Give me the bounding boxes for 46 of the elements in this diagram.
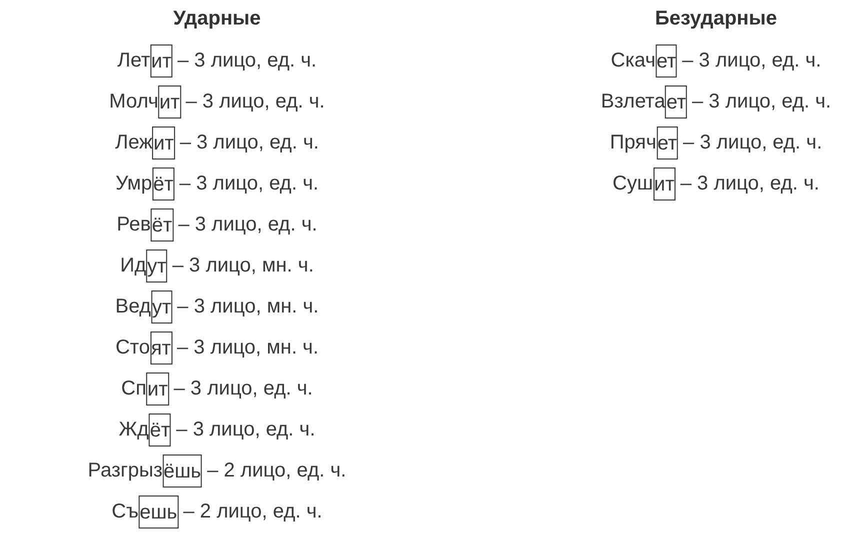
grammar-note: – 3 лицо, ед. ч. [174, 378, 313, 400]
boxed-ending: ит [158, 86, 181, 118]
word-stem: Сто [115, 336, 150, 360]
grammar-note: – 3 лицо, ед. ч. [682, 50, 822, 72]
word-stem: Вед [115, 296, 151, 318]
grammar-note: – 3 лицо, мн. ч. [177, 296, 319, 318]
grammar-note: – 2 лицо, ед. ч. [207, 460, 346, 482]
grammar-note: – 3 лицо, ед. ч. [179, 172, 319, 196]
boxed-ending: ит [150, 44, 172, 78]
word-stem: Лет [117, 50, 150, 72]
boxed-ending: ет [665, 86, 687, 118]
grammar-note: – 3 лицо, ед. ч. [692, 90, 832, 114]
grammar-note: – 3 лицо, ед. ч. [680, 172, 820, 196]
boxed-ending: ет [656, 44, 678, 78]
boxed-ending: ет [656, 126, 678, 160]
boxed-ending: ит [146, 372, 169, 406]
word-stem: Суш [612, 172, 654, 196]
grammar-note: – 3 лицо, ед. ч. [177, 50, 317, 72]
grammar-note: – 3 лицо, ед. ч. [683, 132, 822, 154]
grammar-note: – 3 лицо, ед. ч. [180, 132, 319, 154]
word-stem: Ид [120, 254, 146, 278]
boxed-ending: ит [653, 168, 676, 200]
boxed-ending: ёт [152, 168, 174, 200]
boxed-ending: ит [152, 126, 175, 160]
word-stem: Пряч [610, 132, 656, 154]
word-stem: Умр [115, 172, 152, 196]
boxed-ending: ёт [150, 208, 174, 242]
word-stem: Взлета [600, 90, 666, 114]
word-stem: Молч [109, 90, 158, 114]
grammar-note: – 3 лицо, ед. ч. [178, 214, 318, 236]
grammar-note: – 3 лицо, мн. ч. [176, 336, 319, 360]
boxed-ending: ёшь [162, 454, 202, 488]
boxed-ending: ешь [138, 496, 178, 528]
grammar-note: – 2 лицо, ед. ч. [183, 500, 322, 524]
boxed-ending: ут [146, 250, 168, 282]
word-stem: Рев [116, 214, 151, 236]
grammar-note: – 3 лицо, мн. ч. [172, 254, 314, 278]
grammar-note: – 3 лицо, ед. ч. [186, 90, 325, 114]
word-stem: Съ [112, 500, 139, 524]
column-heading: Безударные [655, 8, 777, 30]
word-stem: Скач [610, 50, 656, 72]
column-heading: Ударные [173, 8, 261, 30]
word-stem: Разгрыз [88, 460, 162, 482]
word-stem: Жд [118, 418, 149, 442]
word-stem: Сп [121, 378, 146, 400]
grammar-note: – 3 лицо, ед. ч. [176, 418, 316, 442]
